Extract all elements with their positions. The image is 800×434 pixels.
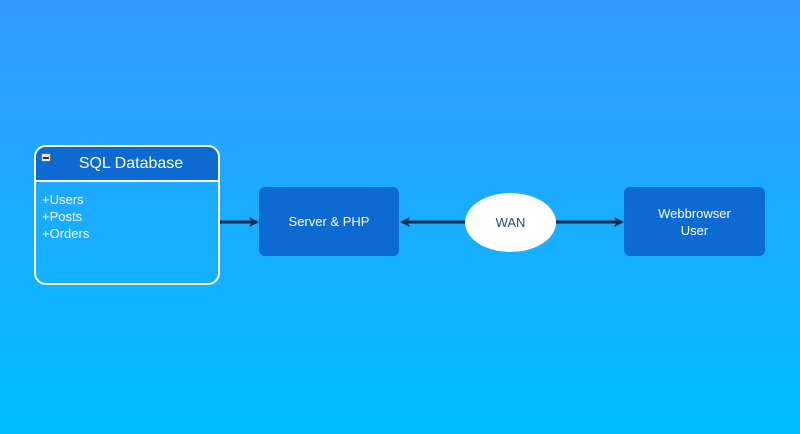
sql-database-fields: +Users +Posts +Orders bbox=[42, 191, 89, 242]
sql-database-node[interactable]: SQL Database +Users +Posts +Orders bbox=[34, 145, 220, 285]
collapse-icon[interactable] bbox=[41, 153, 51, 162]
server-php-node[interactable]: Server & PHP bbox=[259, 187, 399, 256]
field-users: +Users bbox=[42, 192, 84, 207]
sql-database-title: SQL Database bbox=[78, 154, 184, 172]
sql-database-header: SQL Database bbox=[36, 147, 218, 182]
field-posts: +Posts bbox=[42, 209, 83, 224]
field-orders: +Orders bbox=[42, 226, 90, 241]
webbrowser-user-node[interactable]: Webbrowser User bbox=[624, 187, 765, 256]
wan-node[interactable]: WAN bbox=[465, 193, 556, 252]
